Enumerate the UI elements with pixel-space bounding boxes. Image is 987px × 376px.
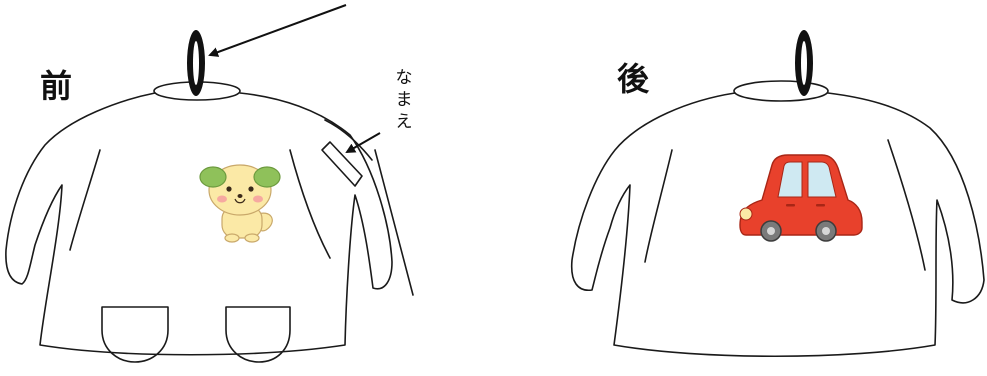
front-label: 前 — [40, 67, 73, 105]
front-body-outline — [5, 92, 393, 356]
name-tag-char: ま — [395, 90, 413, 110]
name-tag-label: な ま え — [394, 67, 414, 133]
back-collar — [733, 80, 829, 102]
back-right-seam — [887, 139, 926, 271]
puppy-icon — [199, 164, 281, 243]
front-pocket-left — [101, 306, 169, 363]
back-hanging-loop-icon — [795, 30, 813, 96]
name-tag-line — [374, 149, 414, 296]
loop-arrow — [208, 4, 347, 57]
front-pocket-right — [225, 306, 291, 363]
name-tag-arrow — [345, 132, 381, 153]
front-left-seam — [69, 149, 101, 251]
back-left-seam — [644, 149, 673, 263]
hanging-loop-icon — [187, 30, 205, 96]
front-smock — [5, 81, 414, 363]
red-car-icon — [739, 154, 863, 242]
name-tag-box — [321, 141, 363, 187]
name-tag-char: な — [395, 68, 413, 88]
front-shoulder-flare — [324, 119, 373, 161]
back-label: 後 — [617, 60, 650, 98]
name-tag-char: え — [395, 112, 413, 132]
back-body-outline — [570, 92, 985, 358]
front-right-seam — [289, 149, 331, 259]
